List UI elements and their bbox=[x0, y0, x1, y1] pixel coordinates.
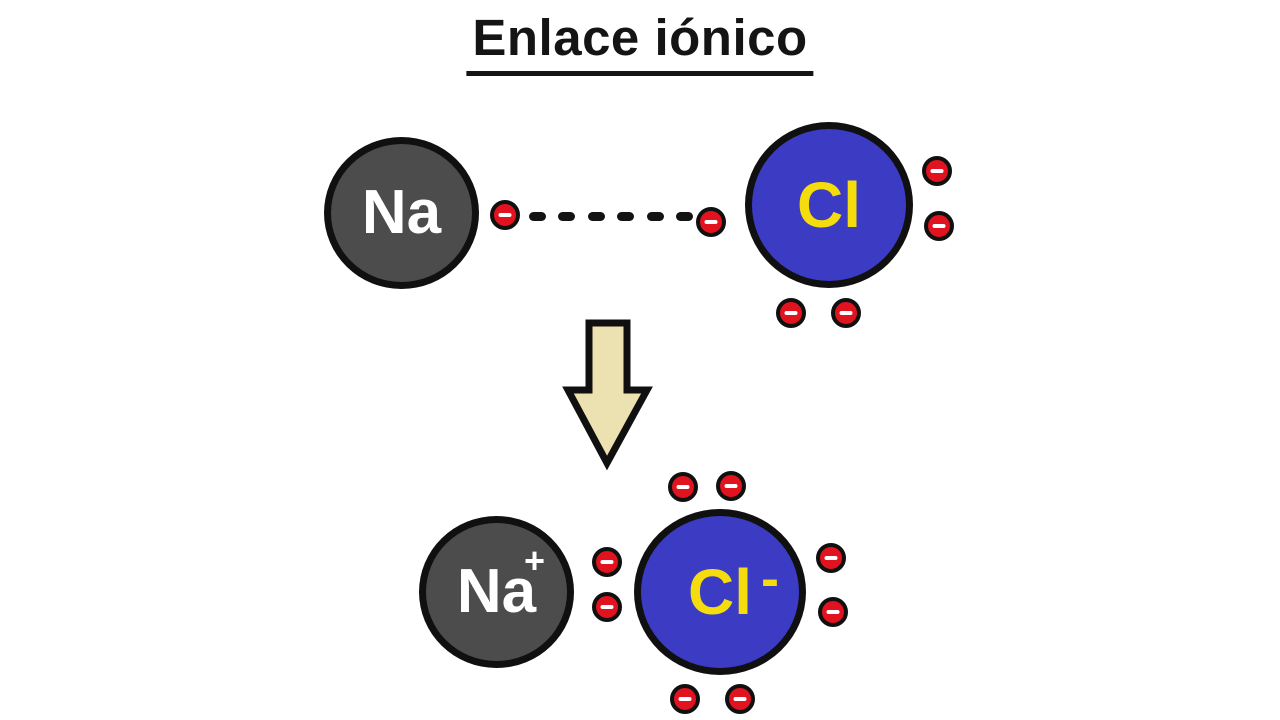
diagram-title: Enlace iónico bbox=[466, 8, 814, 76]
electron-icon bbox=[716, 471, 746, 501]
minus-icon bbox=[600, 560, 614, 564]
sodium-ion: Na + bbox=[419, 516, 574, 668]
chlorine-atom: Cl bbox=[745, 122, 913, 288]
minus-icon bbox=[826, 610, 840, 614]
bond-dash bbox=[558, 212, 576, 221]
electron-icon bbox=[831, 298, 861, 328]
minus-icon bbox=[932, 224, 946, 228]
electron-icon bbox=[490, 200, 520, 230]
sodium-ion-label: Na bbox=[456, 557, 537, 626]
down-arrow-icon bbox=[562, 319, 653, 471]
minus-icon bbox=[930, 169, 944, 173]
chloride-ion-charge: - bbox=[761, 549, 779, 609]
bond-dash bbox=[646, 212, 664, 221]
sodium-ion-charge: + bbox=[524, 540, 546, 581]
electron-icon bbox=[592, 592, 622, 622]
minus-icon bbox=[704, 220, 718, 224]
electron-icon bbox=[696, 207, 726, 237]
electron-icon bbox=[818, 597, 848, 627]
minus-icon bbox=[678, 697, 692, 701]
minus-icon bbox=[839, 311, 853, 315]
bond-dash bbox=[529, 212, 546, 221]
bond-dash bbox=[675, 212, 693, 221]
bond-dash bbox=[587, 212, 605, 221]
electron-icon bbox=[776, 298, 806, 328]
electron-icon bbox=[816, 543, 846, 573]
minus-icon bbox=[600, 605, 614, 609]
bond-dashed-line bbox=[529, 212, 693, 221]
chlorine-atom-label: Cl bbox=[797, 169, 861, 241]
electron-icon bbox=[592, 547, 622, 577]
sodium-atom-label: Na bbox=[361, 178, 442, 247]
electron-icon bbox=[670, 684, 700, 714]
chloride-ion-label: Cl bbox=[688, 556, 752, 628]
bond-dash bbox=[617, 212, 635, 221]
electron-icon bbox=[668, 472, 698, 502]
minus-icon bbox=[824, 556, 838, 560]
electron-icon bbox=[924, 211, 954, 241]
minus-icon bbox=[733, 697, 747, 701]
sodium-atom: Na bbox=[324, 137, 479, 289]
electron-icon bbox=[725, 684, 755, 714]
electron-icon bbox=[922, 156, 952, 186]
minus-icon bbox=[498, 213, 512, 217]
minus-icon bbox=[784, 311, 798, 315]
minus-icon bbox=[676, 485, 690, 489]
chloride-ion: Cl - bbox=[634, 509, 806, 675]
minus-icon bbox=[724, 484, 738, 488]
